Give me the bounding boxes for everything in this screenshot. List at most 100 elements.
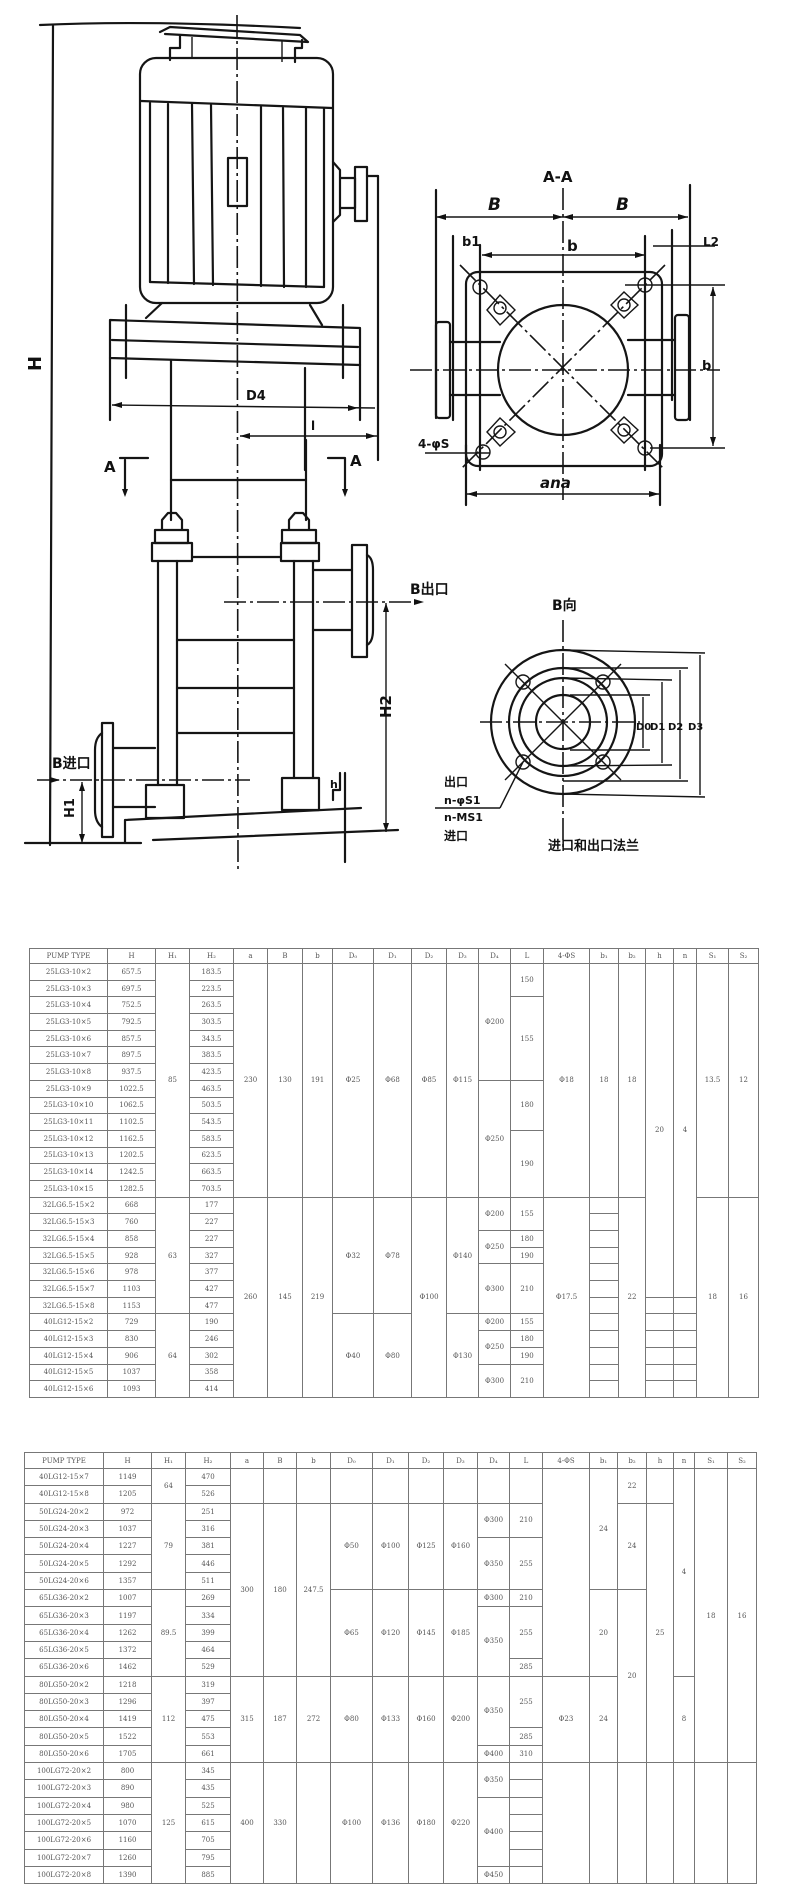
pump-type-cell: 40LG12-15×6 [29,1380,108,1398]
table-cell: 180 [510,1230,544,1248]
column-header: D₁ [372,1452,409,1469]
column-header: S₂ [728,948,759,964]
table-cell: 85 [155,963,190,1198]
table-cell: Φ145 [408,1589,444,1677]
column-header: D₄ [478,948,511,964]
label-D1: D1 [650,722,665,733]
label-b-side: b [702,359,711,374]
table-cell: 155 [510,1313,544,1332]
table-cell: 464 [185,1640,231,1660]
table-cell: 890 [103,1779,152,1798]
table-cell [589,1246,619,1265]
pump-type-cell: 40LG12-15×3 [29,1330,108,1348]
table-cell: 463.5 [189,1079,234,1098]
table-cell: 180 [510,1330,544,1348]
flange-caption: 进口和出口法兰 [548,838,639,854]
table-cell: 12 [728,963,759,1198]
table-cell [296,1762,331,1885]
table-cell: Φ350 [477,1675,510,1746]
label-H: H [25,356,46,371]
table-cell: Φ130 [446,1313,479,1398]
table-cell: 705 [185,1831,231,1850]
table-cell: Φ100 [330,1762,373,1885]
table-cell: Φ125 [408,1502,444,1591]
table-cell: 1102.5 [107,1113,156,1131]
table-cell: Φ200 [478,1313,511,1332]
table-cell: 272 [296,1675,331,1764]
table-cell: Φ180 [408,1762,444,1885]
column-header: L [509,1452,543,1469]
table-cell: 190 [189,1313,234,1332]
table-cell: 1037 [103,1519,152,1539]
column-header: n [673,1452,695,1469]
table-cell [542,1468,590,1677]
table-cell [589,1380,619,1398]
table-cell: 343.5 [189,1029,234,1048]
column-header: D₂ [411,948,447,964]
table-cell: 285 [509,1727,543,1746]
table-cell [509,1762,543,1781]
column-header: D₃ [443,1452,478,1469]
table-cell [673,1330,697,1348]
column-header: a [233,948,268,964]
table-cell [230,1468,264,1504]
table-cell: 377 [189,1263,234,1282]
label-l: l [311,419,315,433]
pump-type-cell: 80LG50-20×2 [24,1675,104,1694]
pump-type-cell: 32LG6.5-15×5 [29,1246,108,1265]
table-cell: 24 [589,1467,618,1591]
pump-type-cell: 80LG50-20×4 [24,1710,104,1729]
table-cell: 1153 [107,1296,156,1315]
pump-type-cell: 40LG12-15×7 [24,1467,104,1487]
table-cell: Φ350 [477,1762,510,1798]
table-cell: Φ300 [477,1589,510,1608]
table-cell: 383.5 [189,1046,234,1065]
table-cell: 830 [107,1330,156,1348]
table-cell: 1022.5 [107,1079,156,1098]
pump-type-cell: 50LG24-20×4 [24,1537,104,1556]
table-cell: 130 [267,963,303,1198]
table-cell: 24 [589,1675,618,1764]
table-cell: 190 [510,1346,544,1365]
table-cell: Φ25 [332,963,374,1198]
label-B-left: B [488,195,501,215]
label-section-a-left: A [104,458,116,476]
table-cell: 210 [509,1502,543,1539]
table-cell: 246 [189,1330,234,1348]
table-cell: 697.5 [107,979,156,998]
table-cell: Φ250 [478,1229,511,1265]
pump-dimension-drawing: H D4 l A [23,14,725,871]
table-cell: 187 [263,1675,297,1764]
table-cell: 1007 [103,1589,152,1608]
table-cell: 1218 [103,1675,152,1694]
table-cell: Φ50 [330,1502,373,1591]
table-cell: 1162.5 [107,1129,156,1148]
label-B-right: B [616,195,629,215]
table-cell: 446 [185,1554,231,1573]
table-cell: 1357 [103,1571,152,1591]
table-cell: 230 [233,963,268,1198]
table-cell: 414 [189,1380,234,1398]
table-cell: 1093 [107,1380,156,1398]
section-title: A-A [543,168,573,186]
table-cell: 310 [509,1744,543,1764]
table-cell: 526 [185,1485,231,1504]
table-cell [645,1363,674,1382]
table-cell: 345 [185,1762,231,1781]
table-cell: Φ400 [477,1744,510,1764]
table-cell [589,1346,619,1365]
table-cell: 423.5 [189,1063,234,1081]
pump-type-cell: 50LG24-20×2 [24,1502,104,1521]
table-cell: 191 [302,963,333,1198]
pump-type-cell: 40LG12-15×5 [29,1363,108,1382]
table-cell: 183.5 [189,963,234,981]
table-cell [509,1468,543,1504]
